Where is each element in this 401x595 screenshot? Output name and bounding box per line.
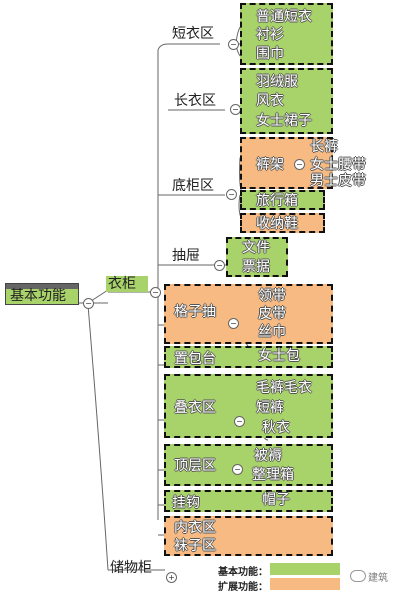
item-label: 帽子 (262, 492, 290, 508)
legend-basic-swatch (270, 563, 340, 575)
rack-label: 裤架 (256, 157, 284, 173)
zone-long-label: 长衣区 (174, 93, 216, 109)
zone-bag-label: 置包台 (174, 351, 216, 367)
collapse-toggle-icon[interactable]: − (226, 189, 237, 200)
zone-bottom-label: 底柜区 (172, 178, 214, 194)
collapse-toggle-icon[interactable]: − (214, 260, 225, 271)
zone-long-items: 羽绒服 风衣 女士裙子 (240, 68, 333, 134)
zone-fold: 叠衣区 − 毛裤毛衣 短裤 秋衣 (164, 374, 333, 438)
legend-extended-label: 扩展功能： (218, 582, 268, 593)
item-label: 衬衫 (256, 27, 284, 43)
zone-top-label: 顶层区 (174, 458, 216, 474)
item-label: 整理箱 (252, 467, 294, 483)
item-label: 风衣 (256, 93, 284, 109)
zone-short-label: 短衣区 (172, 26, 214, 42)
item-label: 男士皮带 (310, 173, 366, 189)
item-label: 女士包 (258, 348, 300, 364)
collapse-toggle-icon[interactable]: − (83, 298, 94, 309)
wechat-icon (350, 570, 366, 582)
item-label: 丝巾 (258, 324, 286, 340)
collapse-toggle-icon[interactable]: − (294, 159, 305, 170)
zone-grid-label: 格子抽 (174, 304, 216, 320)
zone-bag: 置包台 女士包 (164, 346, 333, 368)
watermark-text: 建筑 (368, 573, 388, 584)
zone-bottom-suitcase: 旅行箱 (240, 190, 325, 210)
legend-extended-swatch (270, 578, 340, 590)
item-label: 普通短衣 (256, 9, 312, 25)
item-label: 文件 (242, 240, 270, 256)
item-label: 皮带 (258, 306, 286, 322)
item-label: 袜子区 (174, 538, 216, 554)
item-label: 领带 (258, 288, 286, 304)
item-label: 羽绒服 (256, 74, 298, 90)
item-label: 毛裤毛衣 (256, 380, 312, 396)
collapse-toggle-icon[interactable]: − (150, 287, 161, 298)
zone-hook-label: 挂钩 (172, 495, 200, 511)
zone-bottom-shoes: 收纳鞋 (240, 213, 325, 233)
item-label: 收纳鞋 (256, 216, 298, 232)
item-label: 长裤 (310, 139, 338, 155)
wardrobe-label: 衣柜 (108, 276, 136, 292)
collapse-toggle-icon[interactable]: − (228, 318, 239, 329)
zone-inner: 内衣区 袜子区 (164, 516, 333, 556)
expand-toggle-icon[interactable]: + (166, 572, 177, 583)
item-label: 被褥 (254, 448, 282, 464)
zone-top: 顶层区 − 被褥 整理箱 (164, 444, 333, 486)
item-label: 秋衣 (262, 420, 290, 436)
zone-fold-label: 叠衣区 (174, 400, 216, 416)
root-node-bar (6, 284, 78, 289)
root-node[interactable]: 基本功能 (5, 283, 79, 305)
item-label: 内衣区 (174, 520, 216, 536)
item-label: 女士腰带 (310, 157, 366, 173)
item-label: 女士裙子 (256, 113, 312, 129)
storage-label: 储物柜 (110, 560, 152, 576)
collapse-toggle-icon[interactable]: − (228, 39, 239, 50)
legend-basic-label: 基本功能： (218, 567, 268, 578)
zone-drawer-items: 文件 票据 (226, 237, 288, 277)
root-label: 基本功能 (10, 288, 66, 304)
collapse-toggle-icon[interactable]: − (234, 416, 245, 427)
item-label: 旅行箱 (256, 193, 298, 209)
item-label: 票据 (242, 259, 270, 275)
zone-drawer-label: 抽屉 (172, 248, 200, 264)
item-label: 短裤 (256, 400, 284, 416)
zone-hook: 挂钩 帽子 (164, 490, 333, 512)
zone-grid: 格子抽 − 领带 皮带 丝巾 (164, 284, 333, 344)
item-label: 围巾 (256, 46, 284, 62)
collapse-toggle-icon[interactable]: − (232, 464, 243, 475)
zone-bottom-rack: 裤架 − 长裤 女士腰带 男士皮带 (240, 137, 366, 189)
wardrobe-node[interactable]: 衣柜 (106, 276, 148, 292)
zone-short-items: 普通短衣 衬衫 围巾 (240, 3, 333, 65)
